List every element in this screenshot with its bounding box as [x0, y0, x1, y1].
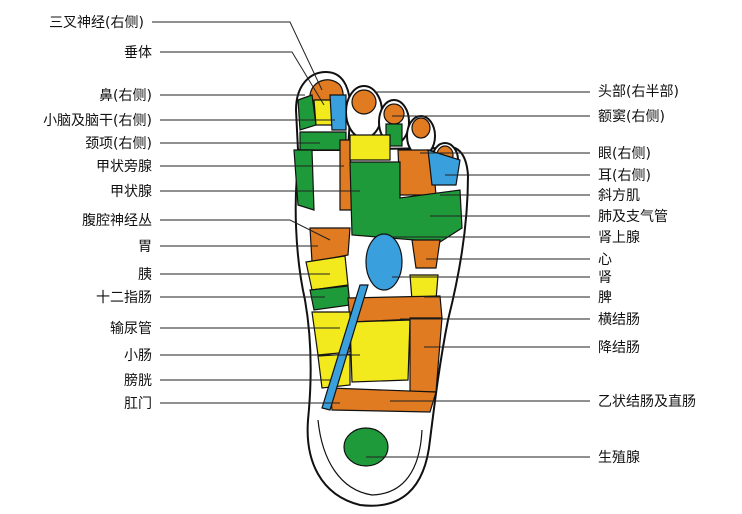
zone-stomach: [305, 255, 349, 291]
zone-ureter: [321, 284, 369, 411]
zone-pancreas: [309, 285, 351, 311]
zone-head-toe2: [351, 89, 377, 115]
label-small-intestine: 小肠: [124, 348, 152, 364]
label-eye: 眼(右侧): [598, 146, 651, 162]
right-leader-lines: [366, 91, 590, 458]
label-head: 头部(右半部): [598, 84, 679, 100]
zone-kidney: [365, 233, 403, 291]
zone-thyroid: [349, 134, 391, 161]
zone-duodenum: [311, 311, 351, 356]
heel-inner-outline: [317, 419, 423, 496]
label-heart: 心: [598, 252, 612, 268]
zone-nose: [297, 94, 317, 131]
label-pancreas: 胰: [138, 267, 152, 283]
label-ear: 耳(右侧): [598, 168, 651, 184]
label-adrenal: 肾上腺: [598, 230, 640, 246]
label-frontal-sinus: 额窦(右侧): [598, 109, 665, 125]
label-transverse-colon: 横结肠: [598, 312, 640, 328]
label-cerebellum: 小脑及脑干(右侧): [43, 113, 152, 129]
label-trigeminal: 三叉神经(右侧): [49, 15, 144, 31]
label-trapezius: 斜方肌: [598, 188, 640, 204]
label-pituitary: 垂体: [124, 45, 152, 61]
zone-lung: [349, 161, 463, 243]
label-anus: 肛门: [124, 396, 152, 412]
leader-pituitary: [160, 51, 325, 106]
label-sigmoid-colon: 乙状结肠及直肠: [598, 393, 696, 410]
zone-head-toe3: [383, 103, 405, 125]
label-stomach: 胃: [138, 239, 152, 255]
zone-neck: [299, 131, 347, 151]
zone-head-toe4: [411, 117, 431, 139]
label-thyroid: 甲状腺: [110, 184, 152, 200]
label-parathyroid: 甲状旁腺: [96, 158, 152, 175]
leader-solar-plexus: [160, 219, 331, 241]
zone-small-intestine: [349, 319, 411, 383]
label-ureter: 输尿管: [110, 321, 152, 337]
label-bladder: 膀胱: [124, 372, 152, 389]
zone-gonad: [343, 427, 389, 467]
label-duodenum: 十二指肠: [96, 290, 152, 306]
label-descending-colon: 降结肠: [598, 340, 640, 356]
zone-sigmoid-colon: [329, 387, 437, 413]
label-solar-plexus: 腹腔神经丛: [82, 212, 152, 229]
leader-trigeminal: [152, 21, 323, 91]
zone-cerebellum: [329, 94, 347, 131]
left-labels: 三叉神经(右侧) 垂体 鼻(右侧) 小脑及脑干(右侧) 颈项(右侧) 甲状旁腺 …: [43, 15, 152, 412]
zone-shoulder-left: [293, 149, 315, 211]
label-neck: 颈项(右侧): [85, 136, 152, 152]
label-nose: 鼻(右侧): [99, 87, 152, 104]
label-kidney: 肾: [598, 270, 612, 286]
label-spleen: 脾: [598, 290, 612, 306]
zone-solar-plexus: [309, 227, 351, 263]
right-labels: 头部(右半部) 额窦(右侧) 眼(右侧) 耳(右侧) 斜方肌 肺及支气管 肾上腺…: [598, 84, 696, 466]
foot-shape: [293, 70, 470, 507]
zone-descending-colon: [409, 317, 443, 393]
zone-ear: [427, 149, 461, 186]
label-lung: 肺及支气管: [598, 209, 668, 225]
label-gonad: 生殖腺: [598, 449, 640, 466]
zone-heart: [411, 239, 441, 269]
left-leader-lines: [152, 21, 360, 404]
